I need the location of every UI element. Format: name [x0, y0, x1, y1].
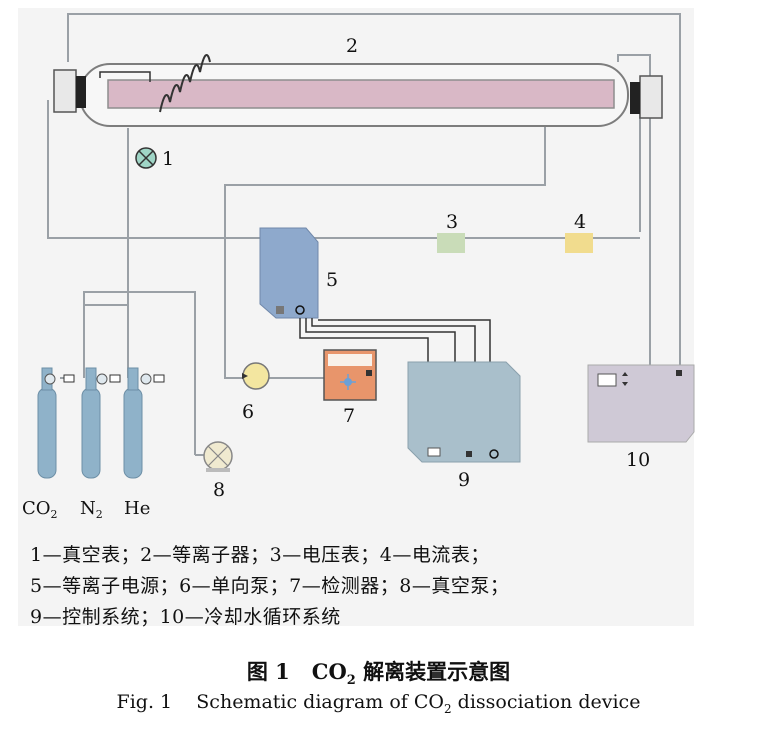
coil — [159, 53, 211, 113]
label-7: 7 — [343, 405, 355, 427]
tube-end-left — [53, 69, 77, 113]
label-9: 9 — [458, 469, 470, 491]
label-8: 8 — [213, 479, 225, 501]
legend-line-2: 5—等离子电源；6—单向泵；7—检测器；8—真空泵； — [30, 575, 510, 597]
plasma-power-source — [259, 227, 319, 319]
gas-label-n2: N2 — [80, 498, 103, 521]
caption-en-sub: 2 — [444, 701, 452, 716]
caption-chinese: 图 1 CO2 解离装置示意图 — [0, 656, 757, 688]
cylinder-he — [123, 367, 165, 479]
label-10: 10 — [626, 449, 650, 471]
caption-cn-pre: CO — [311, 659, 347, 684]
label-2: 2 — [346, 35, 358, 57]
cylinder-n2 — [81, 367, 121, 479]
ammeter — [565, 233, 593, 253]
gas-label-co2: CO2 — [22, 498, 58, 521]
caption-cn-sub: 2 — [346, 673, 356, 689]
gas-n2-text: N — [80, 498, 96, 519]
label-4: 4 — [574, 211, 586, 233]
tube-inlet — [99, 71, 151, 82]
pipe-network — [47, 13, 681, 456]
control-cables — [299, 318, 491, 362]
cylinder-co2 — [37, 367, 75, 479]
caption-english: Fig. 1 Schematic diagram of CO2 dissocia… — [0, 691, 757, 716]
cooling-water-system — [587, 364, 695, 443]
label-6: 6 — [242, 401, 254, 423]
detector — [323, 349, 377, 401]
caption-cn-post: 解离装置示意图 — [355, 659, 511, 684]
legend-line-3: 9—控制系统；10—冷却水循环系统 — [30, 606, 341, 628]
gas-cylinders — [37, 367, 165, 479]
vacuum-gauge — [135, 147, 157, 169]
label-1: 1 — [162, 148, 174, 170]
caption-cn-num: 图 1 — [246, 659, 290, 684]
gas-co2-sub: 2 — [51, 508, 58, 521]
label-3: 3 — [446, 211, 458, 233]
label-5: 5 — [326, 269, 338, 291]
caption-en-post: dissociation device — [451, 691, 641, 713]
caption-en-pre: Fig. 1 Schematic diagram of CO — [116, 691, 444, 713]
plasma-tube — [53, 53, 663, 127]
tube-electrode-left — [76, 76, 86, 108]
vacuum-pump — [203, 441, 233, 472]
tube-electrode-right — [630, 82, 640, 114]
gas-label-he: He — [124, 498, 150, 519]
tube-end-right — [639, 75, 663, 119]
legend-line-1: 1—真空表；2—等离子器；3—电压表；4—电流表； — [30, 544, 490, 566]
voltmeter — [437, 233, 465, 253]
control-system — [407, 361, 521, 463]
tube-inner — [107, 79, 615, 109]
one-way-pump — [242, 362, 270, 390]
gas-n2-sub: 2 — [96, 508, 103, 521]
gas-co2-text: CO — [22, 498, 51, 519]
